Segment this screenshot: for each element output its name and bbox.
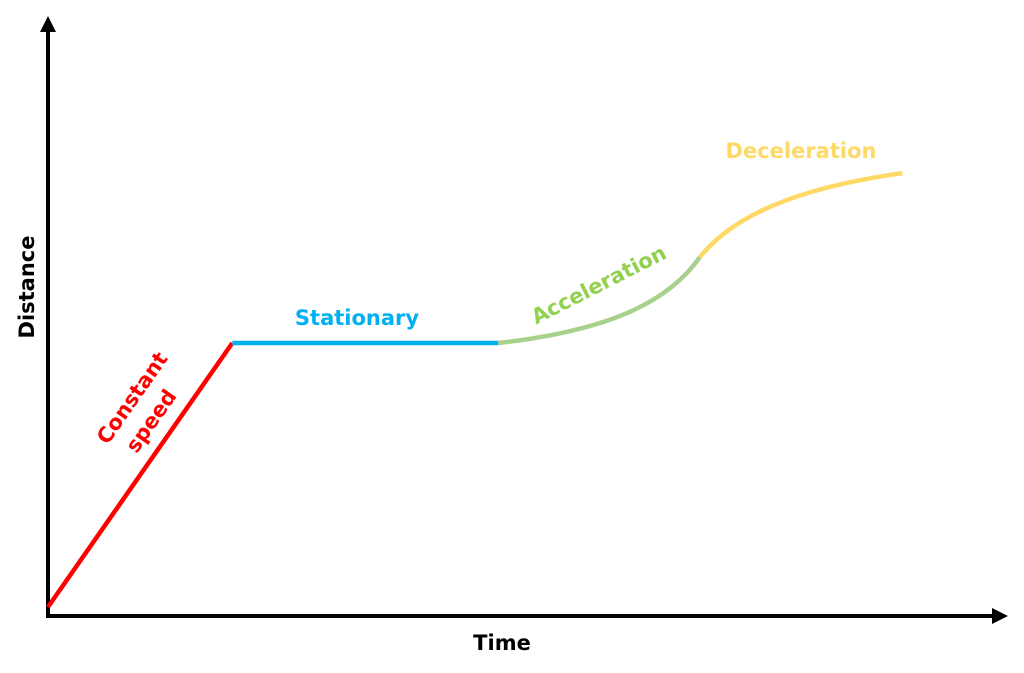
label-stationary: Stationary (295, 306, 419, 330)
series-deceleration-line (698, 170, 903, 259)
series-constant-speed-line (46, 341, 235, 609)
x-axis-arrow-icon (992, 608, 1008, 624)
label-deceleration: Deceleration (726, 139, 877, 163)
y-axis-arrow-icon (40, 16, 56, 32)
label-acceleration: Acceleration (527, 240, 670, 329)
x-axis-label: Time (473, 631, 531, 655)
series-acceleration-line (497, 255, 702, 346)
y-axis-label: Distance (15, 236, 39, 339)
